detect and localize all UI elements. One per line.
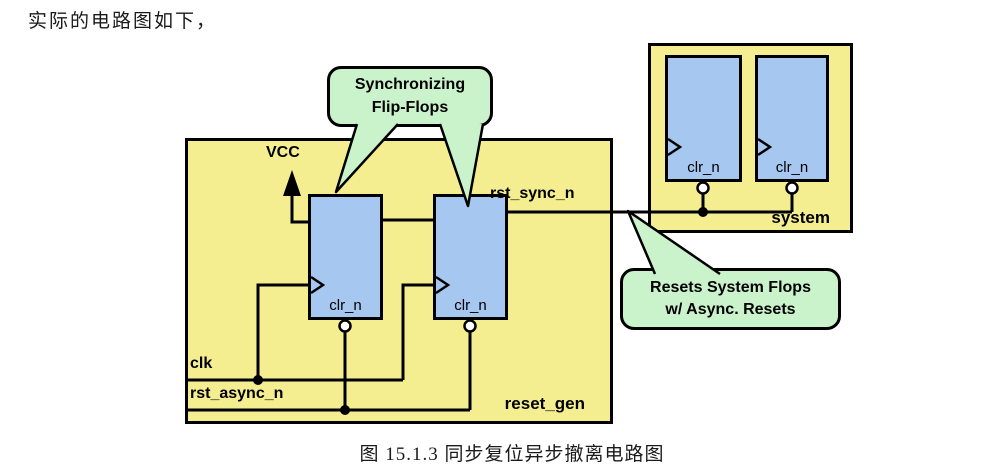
system-label: system <box>771 208 830 227</box>
system-flip-flop-1: clr_n <box>665 55 742 182</box>
system-flip-flop-2: clr_n <box>755 55 829 182</box>
clk-label: clk <box>190 355 213 372</box>
callout-line: Flip-Flops <box>371 98 449 116</box>
callout-line: Resets System Flops <box>650 278 811 296</box>
sync-flip-flop-2: clr_n <box>433 194 508 320</box>
clr-n-label: clr_n <box>454 297 487 314</box>
rst-async-n-label: rst_async_n <box>190 385 284 402</box>
clr-n-label: clr_n <box>687 159 720 176</box>
callout-resets-system-flops: Resets System Flops w/ Async. Resets <box>620 268 841 330</box>
callout-line: w/ Async. Resets <box>665 301 796 318</box>
rst-sync-n-label: rst_sync_n <box>490 185 575 202</box>
intro-text: 实际的电路图如下， <box>28 11 218 32</box>
vcc-label: VCC <box>266 144 300 161</box>
callout-synchronizing-flip-flops: Synchronizing Flip-Flops <box>327 66 493 127</box>
clr-n-label: clr_n <box>775 159 809 176</box>
sync-flip-flop-1: clr_n <box>308 194 383 320</box>
callout-line: Synchronizing <box>354 76 466 94</box>
reset-gen-label: reset_gen <box>504 394 585 413</box>
clr-n-label: clr_n <box>329 297 362 314</box>
reset-gen-box <box>185 138 613 424</box>
figure-caption: 图 15.1.3 同步复位异步撤离电路图 <box>359 444 665 465</box>
